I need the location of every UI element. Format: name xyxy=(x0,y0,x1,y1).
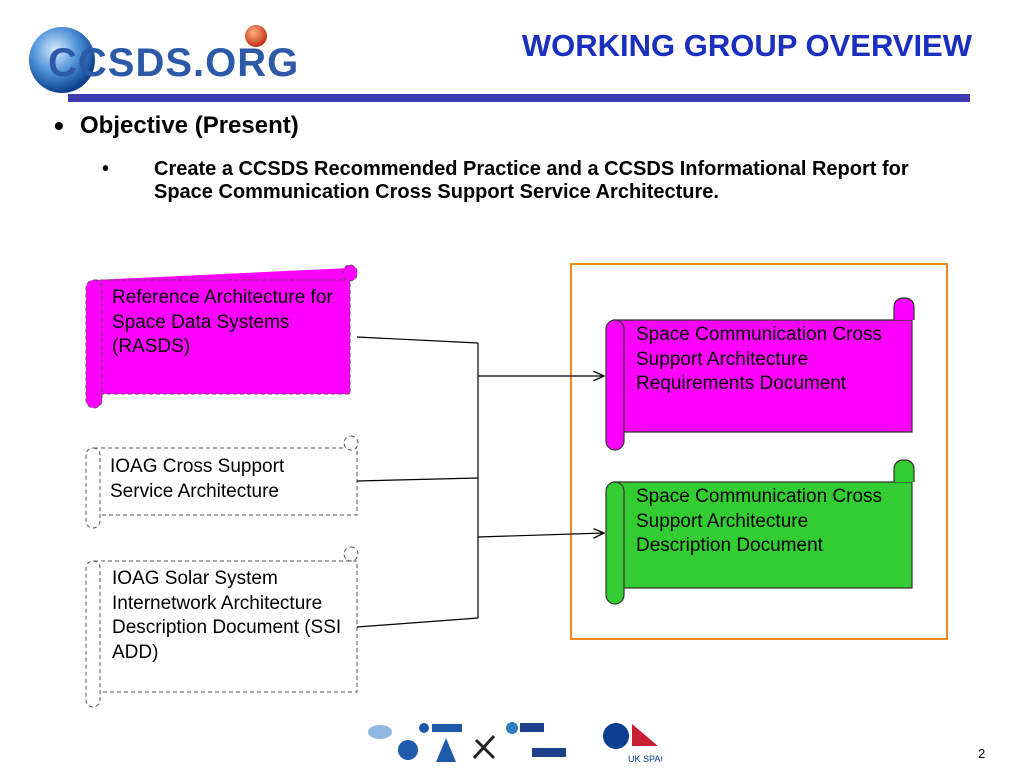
input-rasds-shape xyxy=(85,264,358,409)
svg-text:CCSDS.ORG: CCSDS.ORG xyxy=(48,41,298,85)
output-add-label: Space Communication Cross Support Archit… xyxy=(636,486,883,556)
inpe-logo xyxy=(436,738,456,762)
svg-text:UK SPACE: UK SPACE xyxy=(628,754,662,764)
asi-logo xyxy=(368,725,392,739)
bullet-dot: • xyxy=(102,158,110,180)
output-group-border xyxy=(570,263,948,640)
input-ioag-ssi-label: IOAG Solar System Internetwork Architect… xyxy=(112,568,342,663)
connector-ioag-cssa xyxy=(356,477,479,482)
input-ioag-cssa-label: IOAG Cross Support Service Architecture xyxy=(110,456,285,502)
arrow-to-add xyxy=(477,533,604,537)
nasa-logo xyxy=(603,723,629,749)
agency-logos: UK SPACE xyxy=(362,718,673,764)
output-reqs-shape xyxy=(605,297,915,451)
cnes-logo xyxy=(419,723,462,733)
title-underline xyxy=(68,94,970,102)
output-add-shape xyxy=(605,459,915,605)
input-ioag-ssi-shape xyxy=(85,546,359,708)
csa-logo xyxy=(398,740,418,760)
ccsds-logo: CCSDS.ORG xyxy=(28,18,298,100)
connectors xyxy=(356,336,604,628)
uk-space-logo: UK SPACE xyxy=(628,724,673,764)
jaxa-logo xyxy=(532,748,566,757)
input-ioag-cssa-shape xyxy=(85,435,359,529)
bullet-dot: • xyxy=(54,110,64,141)
connector-ioag-ssi xyxy=(356,617,479,628)
bullet-objective-text: Objective (Present) xyxy=(80,112,299,139)
bullet-sub-text: Create a CCSDS Recommended Practice and … xyxy=(154,158,909,203)
page-title: WORKING GROUP OVERVIEW xyxy=(521,28,972,63)
connector-rasds xyxy=(356,336,479,344)
output-reqs-label: Space Communication Cross Support Archit… xyxy=(636,324,883,394)
esa-logo xyxy=(506,722,544,734)
input-rasds-label: Reference Architecture for Space Data Sy… xyxy=(112,287,333,357)
dlr-logo xyxy=(472,734,496,760)
page-number: 2 xyxy=(978,746,986,761)
